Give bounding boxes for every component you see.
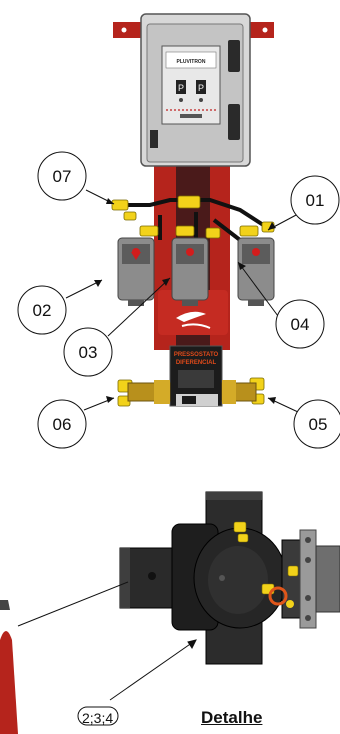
callout-07: 07	[37, 151, 115, 205]
callout-02-label: 02	[33, 301, 52, 320]
detail-reference-label: 2;3;4	[82, 710, 114, 726]
callout-01-label: 01	[306, 191, 325, 210]
detail-leader-lines	[17, 581, 197, 701]
control-panel: PLUVITRON P P	[140, 13, 251, 167]
pressure-switch-title-1: PRESSOSTATO	[174, 352, 219, 358]
callout-07-label: 07	[53, 167, 72, 186]
detail-title: Detalhe	[201, 708, 263, 727]
detail-horizontal-pipe	[119, 547, 181, 609]
callout-04: 04	[237, 261, 325, 349]
brand-swoosh-logo	[176, 311, 211, 329]
callout-01: 01	[267, 175, 340, 231]
detail-valve-body	[171, 523, 287, 631]
callout-06: 06	[37, 396, 115, 449]
display-left-glyph: P	[178, 83, 184, 93]
solenoid-valve-left	[117, 237, 155, 306]
solenoid-valve-middle	[171, 237, 209, 306]
panel-brand-label: PLUVITRON	[177, 59, 206, 65]
callout-03-label: 03	[79, 343, 98, 362]
detail-reference-bubble	[77, 706, 119, 726]
yellow-fittings	[111, 195, 275, 407]
callout-04-label: 04	[291, 315, 310, 334]
callout-05: 05	[267, 397, 340, 449]
callout-02: 02	[17, 279, 103, 335]
pressure-switch-title-2: DIFERENCIAL	[176, 360, 217, 366]
detail-fittings	[233, 521, 299, 608]
solenoid-valve-right	[237, 237, 275, 306]
detail-flange	[281, 529, 340, 629]
pressure-switch-housing: PRESSOSTATO DIFERENCIAL	[169, 345, 223, 407]
callout-05-label: 05	[309, 415, 328, 434]
display-right-glyph: P	[198, 83, 204, 93]
callout-03: 03	[63, 277, 171, 377]
red-cylinder	[0, 600, 18, 734]
callout-06-label: 06	[53, 415, 72, 434]
pressure-switch-brass-fittings	[127, 380, 257, 404]
